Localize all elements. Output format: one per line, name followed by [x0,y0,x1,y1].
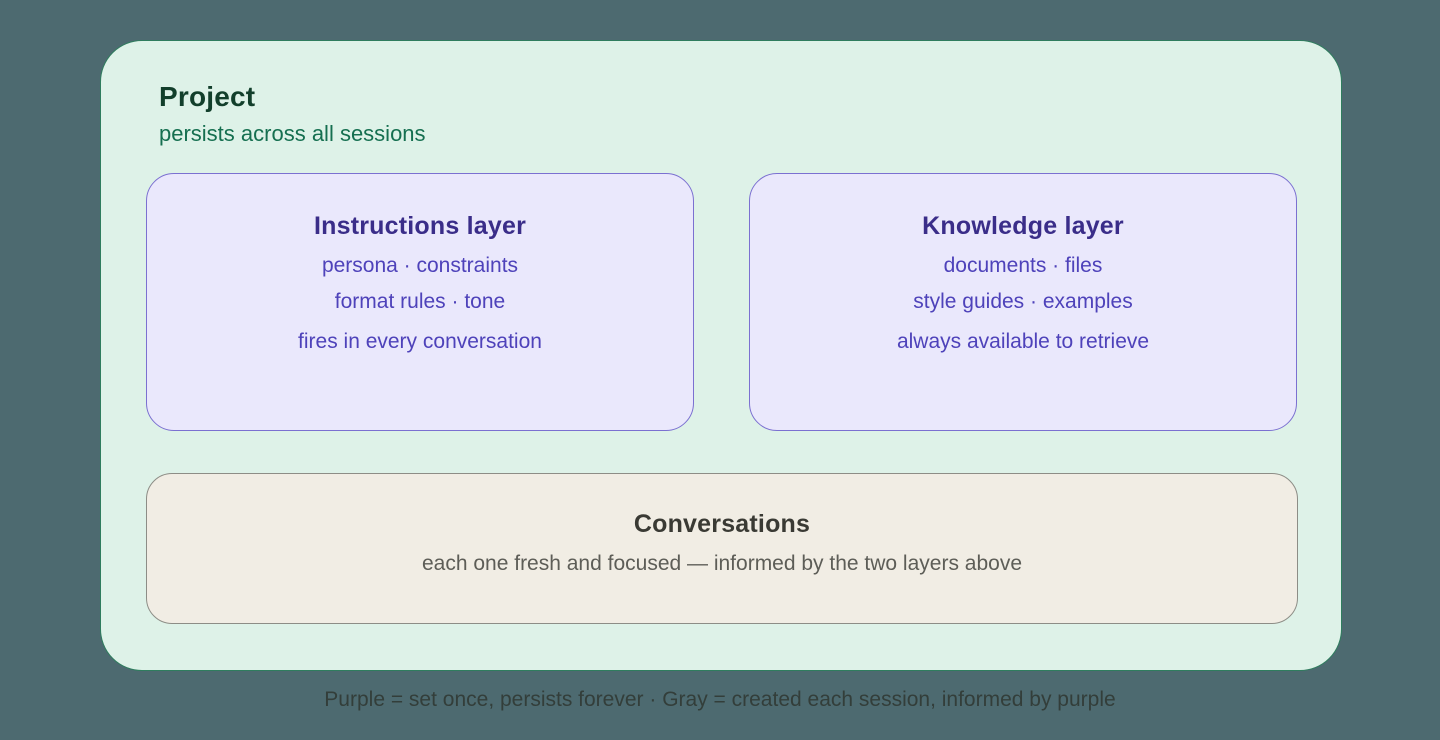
project-subtitle: persists across all sessions [159,121,426,146]
instructions-layer-lines: persona · constraints format rules · ton… [147,248,693,360]
knowledge-layer-lines: documents · files style guides · example… [750,248,1296,360]
knowledge-layer-line-2: style guides · examples [913,290,1133,313]
knowledge-layer-title: Knowledge layer [922,212,1124,240]
instructions-layer-box: Instructions layer persona · constraints… [146,173,694,431]
instructions-layer-line-1: persona · constraints [321,254,519,277]
project-panel: Project persists across all sessions Ins… [100,40,1342,671]
conversations-title: Conversations [633,510,811,538]
project-title: Project [159,81,256,112]
knowledge-layer-box: Knowledge layer documents · files style … [749,173,1297,431]
knowledge-layer-line-3: always available to retrieve [896,330,1150,353]
instructions-layer-title: Instructions layer [314,212,526,240]
knowledge-layer-line-1: documents · files [943,254,1103,277]
legend-caption: Purple = set once, persists forever · Gr… [324,688,1116,711]
instructions-layer-line-3: fires in every conversation [298,330,542,353]
instructions-layer-line-2: format rules · tone [334,290,506,313]
conversations-box: Conversations each one fresh and focused… [146,473,1298,624]
conversations-subtitle: each one fresh and focused — informed by… [421,552,1023,575]
